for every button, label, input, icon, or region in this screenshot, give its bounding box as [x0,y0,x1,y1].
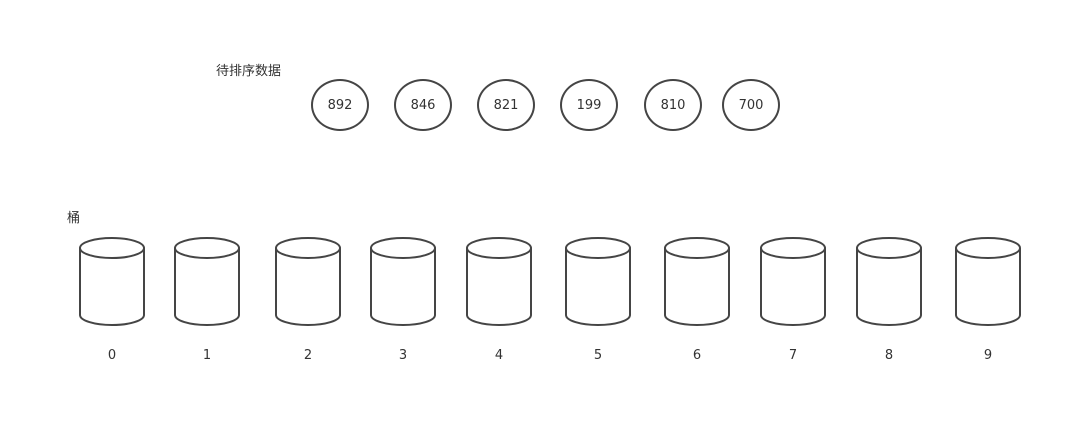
bucket-cylinder [465,237,533,327]
data-node-value: 700 [738,97,764,113]
bucket-index-label: 5 [593,348,603,363]
data-node-value: 810 [660,97,686,113]
bucket-cylinder [173,237,241,327]
bucket-index-label: 1 [202,348,212,363]
bucket-cylinder [564,237,632,327]
bucket-index-label: 9 [983,348,993,363]
data-node-value: 199 [576,97,602,113]
data-node-value: 821 [493,97,519,113]
data-node: 700 [722,79,780,131]
bucket-cylinder [954,237,1022,327]
bucket-index-label: 8 [884,348,894,363]
data-node: 892 [311,79,369,131]
data-node: 846 [394,79,452,131]
data-node: 199 [560,79,618,131]
data-node: 821 [477,79,535,131]
unsorted-data-label: 待排序数据 [216,64,282,79]
bucket-index-label: 6 [692,348,702,363]
bucket-index-label: 7 [788,348,798,363]
data-node: 810 [644,79,702,131]
bucket-cylinder [274,237,342,327]
bucket-cylinder [663,237,731,327]
data-node-value: 846 [410,97,436,113]
bucket-index-label: 2 [303,348,313,363]
bucket-index-label: 4 [494,348,504,363]
bucket-cylinder [855,237,923,327]
bucket-index-label: 0 [107,348,117,363]
bucket-cylinder [759,237,827,327]
bucket-index-label: 3 [398,348,408,363]
bucket-cylinder [78,237,146,327]
bucket-cylinder [369,237,437,327]
data-node-value: 892 [327,97,353,113]
bucket-label: 桶 [67,211,81,226]
